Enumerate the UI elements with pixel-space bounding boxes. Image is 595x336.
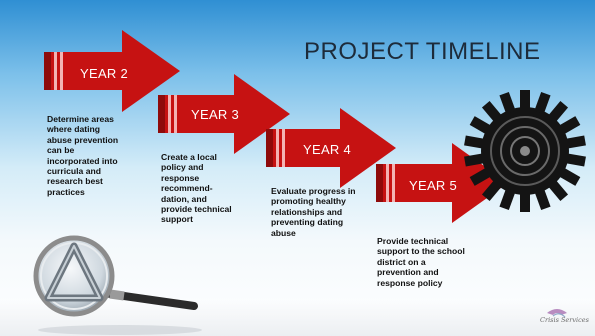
triangle-logo-icon	[44, 242, 104, 302]
organization-logo	[547, 309, 567, 318]
year-3-description: Create a local policy and response recom…	[161, 152, 232, 225]
year-5-label: YEAR 5	[409, 178, 458, 193]
year-3-arrow	[158, 74, 290, 154]
slide-title: PROJECT TIMELINE	[304, 38, 541, 65]
year-4-arrow	[266, 108, 396, 188]
magnifying-glass-icon	[33, 235, 202, 335]
year-2-label: YEAR 2	[80, 66, 129, 81]
year-3-label: YEAR 3	[191, 107, 240, 122]
year-2-description: Determine areas where dating abuse preve…	[47, 114, 119, 197]
organization-logo-text: Crisis Services	[540, 316, 589, 324]
year-2-arrow	[44, 30, 180, 112]
year-4-description: Evaluate progress in promoting healthy r…	[271, 186, 356, 238]
year-4-label: YEAR 4	[303, 142, 352, 157]
gear-icon	[464, 90, 586, 212]
year-5-description: Provide technical support to the school …	[377, 236, 465, 288]
